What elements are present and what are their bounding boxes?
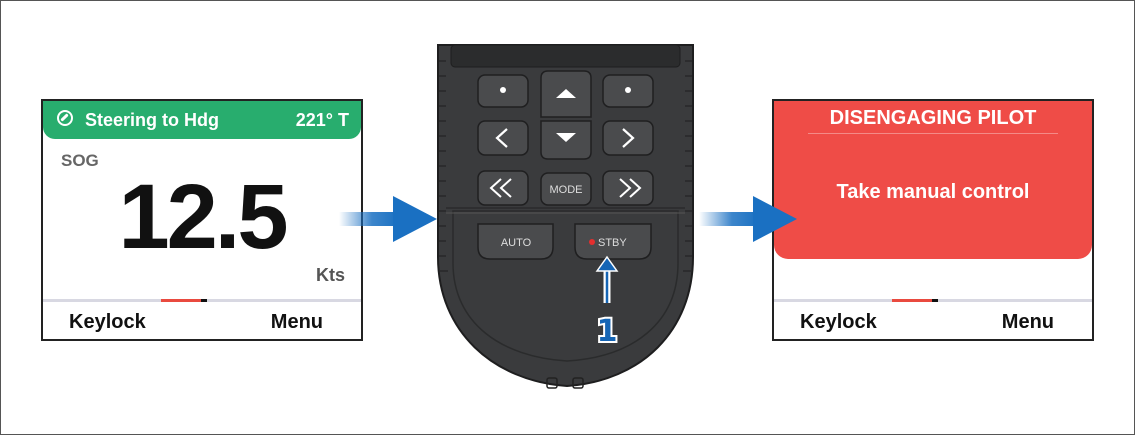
sog-label: SOG — [61, 151, 99, 170]
alert-panel: DISENGAGING PILOT Take manual control — [774, 101, 1092, 259]
double-right-chevron-icon — [619, 178, 642, 198]
page-indicator-end — [932, 299, 938, 302]
dot-icon — [625, 87, 631, 93]
up-arrow-icon — [556, 89, 576, 98]
function-button-right[interactable] — [602, 74, 654, 108]
right-button[interactable] — [602, 120, 654, 156]
status-header: Steering to Hdg 221° T — [43, 101, 361, 139]
remote-face — [452, 210, 679, 362]
function-button-left[interactable] — [477, 74, 529, 108]
units-label: Kts — [315, 265, 345, 285]
alert-title: DISENGAGING PILOT — [829, 107, 1037, 129]
left-chevron-icon — [495, 128, 508, 148]
page-indicator — [161, 299, 201, 302]
arrow-remote-to-right — [699, 196, 797, 242]
nav-up-button[interactable] — [540, 70, 592, 118]
right-chevron-icon — [622, 128, 635, 148]
fast-right-button[interactable] — [602, 170, 654, 206]
double-left-chevron-icon — [489, 178, 512, 198]
mode-button-label: MODE — [550, 184, 583, 196]
softkey-keylock[interactable]: Keylock — [800, 311, 877, 333]
compass-icon — [57, 110, 73, 126]
down-arrow-icon — [556, 133, 576, 142]
mode-button[interactable]: MODE — [540, 172, 592, 206]
pilot-display-disengaging: DISENGAGING PILOT Take manual control Ke… — [772, 99, 1094, 341]
left-button[interactable] — [477, 120, 529, 156]
header-title: Steering to Hdg — [85, 110, 219, 130]
softkey-keylock[interactable]: Keylock — [69, 311, 146, 333]
stby-button-label: STBY — [598, 237, 627, 249]
sog-value: 12.5 — [118, 166, 288, 268]
softkey-menu[interactable]: Menu — [1001, 311, 1054, 333]
dot-icon — [500, 87, 506, 93]
fast-left-button[interactable] — [477, 170, 529, 206]
alert-message: Take manual control — [836, 181, 1030, 203]
stby-led — [589, 239, 595, 245]
callout-number: 1 — [597, 314, 618, 349]
stby-button[interactable]: STBY — [574, 223, 652, 260]
alert-title-rule — [808, 133, 1058, 134]
page-indicator-end — [201, 299, 207, 302]
auto-button-label: AUTO — [501, 237, 532, 249]
nav-down-button[interactable] — [540, 120, 592, 160]
remote-screen-bezel — [450, 44, 681, 68]
pilot-display-steering: Steering to Hdg 221° T SOG 12.5 Kts Keyl… — [41, 99, 363, 341]
callout-pointer: 1 — [595, 255, 619, 351]
heading-value: 221° T — [295, 110, 349, 130]
arrow-left-to-remote — [339, 196, 437, 242]
softkey-menu[interactable]: Menu — [270, 311, 323, 333]
page-indicator — [892, 299, 932, 302]
auto-button[interactable]: AUTO — [477, 223, 554, 260]
